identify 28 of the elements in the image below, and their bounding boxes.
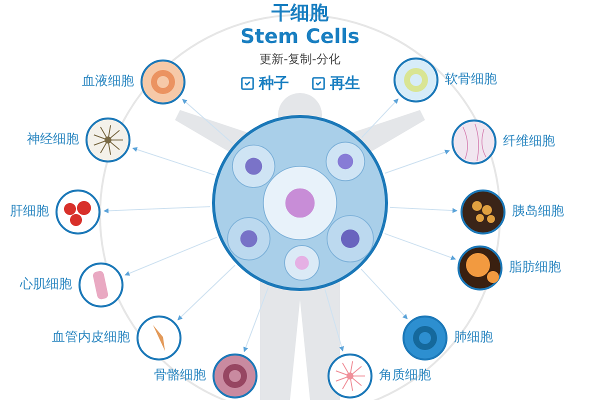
arrow: [360, 268, 408, 320]
arrow: [124, 236, 218, 276]
cell-label: 血液细胞: [82, 73, 134, 92]
check-item: 种子: [259, 73, 289, 94]
arrow: [177, 264, 236, 321]
arrow: [324, 288, 344, 352]
arrow: [384, 150, 450, 174]
cell-label: 脂肪细胞: [509, 259, 561, 278]
arrow: [361, 98, 399, 138]
title: 干细胞: [272, 2, 328, 24]
arrow: [389, 206, 458, 213]
cell-label: 神经细胞: [27, 131, 79, 150]
cell-label: 角质细胞: [379, 367, 431, 386]
cell-label: 软骨细胞: [445, 71, 497, 90]
cell-label: 肺细胞: [454, 329, 493, 348]
cell-label: 纤维细胞: [503, 133, 555, 152]
arrow: [182, 98, 234, 144]
arrow: [103, 206, 211, 214]
check-item: 再生: [330, 73, 360, 94]
cell-label: 骨骼细胞: [154, 367, 206, 386]
cell-label: 心肌细胞: [20, 276, 72, 294]
cell-label: 肝细胞: [10, 203, 49, 222]
cell-label: 胰岛细胞: [512, 203, 564, 222]
subtitle: Stem Cells: [240, 24, 360, 48]
tagline: 更新-复制-分化: [260, 51, 340, 67]
arrow: [384, 233, 456, 260]
cell-label: 血管内皮细胞: [52, 329, 130, 348]
arrow: [243, 286, 269, 352]
